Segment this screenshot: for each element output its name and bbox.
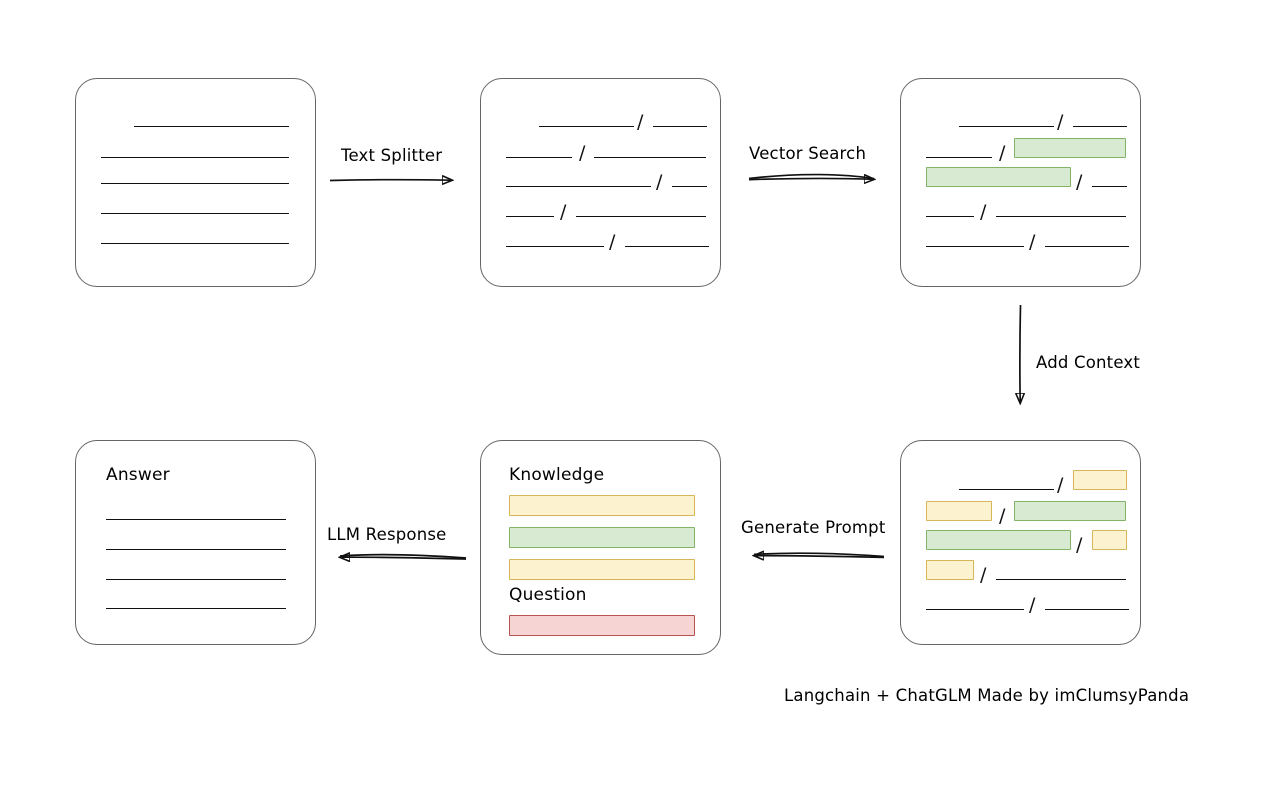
edge-label-llm-response: LLM Response xyxy=(327,525,447,544)
doc-line xyxy=(134,126,289,127)
chunk-line xyxy=(672,186,707,187)
chunk-line xyxy=(506,246,604,247)
edge-llm-response xyxy=(340,555,467,559)
chunk-chip-green xyxy=(1014,138,1126,158)
node-context-added[interactable]: / / / / / xyxy=(900,440,1141,645)
edge-text-splitter xyxy=(329,180,452,181)
chunk-slash: / xyxy=(1076,171,1083,193)
chunk-line xyxy=(506,157,572,158)
edge-label-vector-search: Vector Search xyxy=(749,144,867,163)
edge-label-generate-prompt: Generate Prompt xyxy=(741,518,886,537)
doc-line xyxy=(101,183,289,184)
answer-line xyxy=(106,608,286,609)
chunk-line xyxy=(653,126,707,127)
chunk-line xyxy=(1045,246,1129,247)
node-prompt[interactable]: Knowledge Question xyxy=(480,440,721,655)
chunk-slash: / xyxy=(1029,231,1036,253)
chunk-slash: / xyxy=(560,201,567,223)
edge-vector-search xyxy=(748,173,874,180)
question-bar-red xyxy=(509,615,695,636)
chunk-chip-yellow xyxy=(1073,470,1127,490)
chunk-line xyxy=(594,157,706,158)
doc-line xyxy=(101,243,289,244)
chunk-line xyxy=(926,157,992,158)
edge-label-text-splitter: Text Splitter xyxy=(341,146,443,165)
answer-line xyxy=(106,519,286,520)
chunk-line xyxy=(926,609,1024,610)
chunk-chip-yellow xyxy=(1092,530,1127,550)
chunk-chip-green xyxy=(1014,501,1126,521)
chunk-line xyxy=(506,186,651,187)
chunk-chip-yellow xyxy=(926,560,974,580)
node-source-document[interactable] xyxy=(75,78,316,287)
chunk-slash: / xyxy=(999,505,1006,527)
chunk-slash: / xyxy=(1057,111,1064,133)
chunk-line xyxy=(506,216,554,217)
prompt-question-label: Question xyxy=(509,585,587,605)
chunk-slash: / xyxy=(637,111,644,133)
chunk-line xyxy=(996,216,1126,217)
node-answer[interactable]: Answer xyxy=(75,440,316,645)
chunk-line xyxy=(1045,609,1129,610)
chunk-line xyxy=(996,579,1126,580)
chunk-line xyxy=(959,489,1054,490)
chunk-line xyxy=(539,126,634,127)
answer-line xyxy=(106,549,286,550)
chunk-line xyxy=(576,216,706,217)
chunk-line xyxy=(1073,126,1127,127)
node-split-chunks[interactable]: / / / / / xyxy=(480,78,721,287)
chunk-slash: / xyxy=(999,142,1006,164)
answer-title: Answer xyxy=(106,465,170,485)
answer-line xyxy=(106,579,286,580)
chunk-chip-green xyxy=(926,530,1071,550)
edge-generate-prompt xyxy=(754,553,885,557)
chunk-line xyxy=(926,216,974,217)
knowledge-bar-yellow xyxy=(509,559,695,580)
chunk-slash: / xyxy=(1057,474,1064,496)
chunk-slash: / xyxy=(1076,534,1083,556)
chunk-slash: / xyxy=(980,564,987,586)
chunk-chip-yellow xyxy=(926,501,992,521)
chunk-slash: / xyxy=(656,171,663,193)
prompt-knowledge-label: Knowledge xyxy=(509,465,605,485)
knowledge-bar-yellow xyxy=(509,495,695,516)
doc-line xyxy=(101,213,289,214)
chunk-line xyxy=(926,246,1024,247)
chunk-line xyxy=(625,246,709,247)
chunk-slash: / xyxy=(1029,594,1036,616)
chunk-chip-green xyxy=(926,167,1071,187)
chunk-slash: / xyxy=(609,231,616,253)
chunk-slash: / xyxy=(579,142,586,164)
doc-line xyxy=(101,157,289,158)
footer-credit: Langchain + ChatGLM Made by imClumsyPand… xyxy=(784,686,1190,705)
node-vector-matches[interactable]: / / / / / xyxy=(900,78,1141,287)
edge-add-context xyxy=(1020,304,1021,403)
chunk-line xyxy=(1092,186,1127,187)
chunk-slash: / xyxy=(980,201,987,223)
chunk-line xyxy=(959,126,1054,127)
edge-label-add-context: Add Context xyxy=(1036,353,1141,372)
knowledge-bar-green xyxy=(509,527,695,548)
